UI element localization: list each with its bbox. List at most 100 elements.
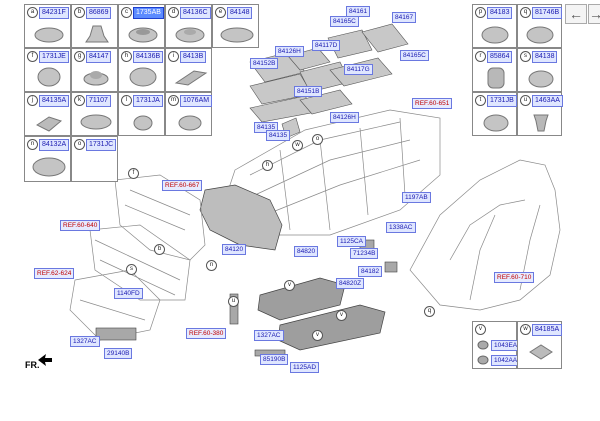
part-number[interactable]: 84183 xyxy=(487,7,513,19)
part-label[interactable]: 84135 xyxy=(266,130,291,141)
part-cell-s[interactable]: s 84138 xyxy=(517,48,562,92)
part-cell-t[interactable]: t 1731JB xyxy=(472,92,517,136)
reference-link[interactable]: REF.60-640 xyxy=(60,220,101,231)
back-button[interactable]: ← xyxy=(565,4,587,24)
part-number[interactable]: 8413B xyxy=(180,51,207,63)
part-number[interactable]: 1076AM xyxy=(180,95,213,107)
part-cell-o[interactable]: o 1731JC xyxy=(71,136,118,182)
part-cell-k[interactable]: k 71107 xyxy=(71,92,118,136)
cell-index: f xyxy=(27,51,38,62)
part-label[interactable]: 29140B xyxy=(104,348,133,359)
part-number[interactable]: 1043EA xyxy=(491,340,521,351)
part-nut-icon xyxy=(477,340,489,350)
reference-link[interactable]: REF.60-667 xyxy=(162,180,203,191)
part-cell-j[interactable]: j 84135A xyxy=(24,92,71,136)
part-number[interactable]: 84147 xyxy=(86,51,112,63)
part-cell-l[interactable]: l 1731JA xyxy=(118,92,165,136)
part-cell-n[interactable]: n 84132A xyxy=(24,136,71,182)
part-label[interactable]: 84120 xyxy=(222,244,247,255)
part-label[interactable]: 84182 xyxy=(358,266,383,277)
part-label[interactable]: 84151B xyxy=(294,86,323,97)
part-label[interactable]: 84126H xyxy=(330,112,359,123)
part-number[interactable]: 84185A xyxy=(532,324,563,336)
part-number[interactable]: 84136B xyxy=(133,51,164,63)
part-number[interactable]: 1463AA xyxy=(532,95,563,107)
part-plug-icon xyxy=(175,27,205,43)
part-label[interactable]: 85190B xyxy=(260,354,289,365)
part-plug-icon xyxy=(80,114,112,130)
part-plug-icon xyxy=(129,67,157,87)
part-number[interactable]: 85864 xyxy=(487,51,513,63)
part-number-selected[interactable]: 1735AB xyxy=(133,7,164,19)
part-label[interactable]: 71234B xyxy=(350,248,379,259)
part-cell-c[interactable]: c 1735AB xyxy=(118,4,165,48)
part-cell-g[interactable]: g 84147 xyxy=(71,48,118,92)
part-number[interactable]: 84138 xyxy=(532,51,558,63)
reference-link[interactable]: REF.62-624 xyxy=(34,268,75,279)
part-number[interactable]: 71107 xyxy=(86,95,111,107)
part-clip-icon xyxy=(533,114,549,132)
part-cell-m[interactable]: m 1076AM xyxy=(165,92,213,136)
part-number[interactable]: 1731JE xyxy=(39,51,69,63)
part-cell-h[interactable]: h 84136B xyxy=(118,48,165,92)
part-cell-f[interactable]: f 1731JE xyxy=(24,48,71,92)
forward-button[interactable]: → xyxy=(588,4,600,24)
part-cell-i[interactable]: i 8413B xyxy=(165,48,212,92)
reference-link[interactable]: REF.60-651 xyxy=(412,98,453,109)
part-number[interactable]: 81746B xyxy=(532,7,563,19)
part-plug-icon xyxy=(526,26,554,44)
part-cell-v[interactable]: v 1043EA 1042AA xyxy=(472,321,521,369)
part-label[interactable]: 1125CA xyxy=(337,236,367,247)
cell-index: v xyxy=(475,324,486,335)
part-label[interactable]: 1197AB xyxy=(402,192,431,203)
cell-index: c xyxy=(121,7,132,18)
part-label[interactable]: 84117G xyxy=(344,64,373,75)
part-number[interactable]: 84132A xyxy=(39,139,70,151)
part-number[interactable]: 1042AA xyxy=(491,355,521,366)
part-label[interactable]: 84117D xyxy=(312,40,341,51)
cell-index: i xyxy=(168,51,179,62)
part-cell-q[interactable]: q 81746B xyxy=(517,4,563,48)
part-cell-e[interactable]: e 84148 xyxy=(212,4,259,48)
cell-index: o xyxy=(74,139,85,150)
part-label[interactable]: 84820 xyxy=(294,246,319,257)
cell-index: a xyxy=(27,7,38,18)
part-label[interactable]: 1327AC xyxy=(254,330,284,341)
cell-index: u xyxy=(520,95,531,106)
part-number[interactable]: 1731JB xyxy=(487,95,517,107)
part-cell-w[interactable]: w 84185A xyxy=(517,321,563,369)
part-plug-icon xyxy=(37,67,61,87)
part-number[interactable]: 84136C xyxy=(180,7,211,19)
part-cell-u[interactable]: u 1463AA xyxy=(517,92,563,136)
part-label[interactable]: 1140FD xyxy=(114,288,143,299)
part-label[interactable]: 1338AC xyxy=(386,222,416,233)
reference-link[interactable]: REF.60-710 xyxy=(494,272,535,283)
under-floor-covers xyxy=(257,277,386,351)
part-label[interactable]: 84126H xyxy=(275,46,304,57)
part-number[interactable]: 1731JA xyxy=(133,95,163,107)
part-label[interactable]: 84165C xyxy=(330,16,359,27)
part-label[interactable]: 84165C xyxy=(400,50,429,61)
part-cell-b[interactable]: b 86869 xyxy=(71,4,118,48)
part-grommet-icon xyxy=(85,25,109,43)
part-cell-d[interactable]: d 84136C xyxy=(165,4,212,48)
part-cell-p[interactable]: p 84183 xyxy=(472,4,517,48)
part-label[interactable]: 1327AC xyxy=(70,336,100,347)
part-label[interactable]: 84167 xyxy=(392,12,417,23)
side-body-structure xyxy=(409,159,561,311)
part-number[interactable]: 84231F xyxy=(39,7,69,19)
part-number[interactable]: 86869 xyxy=(86,7,112,19)
cell-index: h xyxy=(121,51,132,62)
part-cell-a[interactable]: a 84231F xyxy=(24,4,71,48)
part-number[interactable]: 84148 xyxy=(227,7,253,19)
part-label[interactable]: 84152B xyxy=(250,58,279,69)
part-number[interactable]: 84135A xyxy=(39,95,70,107)
part-label[interactable]: 84820Z xyxy=(336,278,365,289)
part-cell-r[interactable]: r 85864 xyxy=(472,48,517,92)
cell-index: j xyxy=(27,95,38,106)
part-label[interactable]: 1125AD xyxy=(290,362,320,373)
callout-w: w xyxy=(292,140,303,151)
part-plug-icon xyxy=(133,115,153,131)
part-number[interactable]: 1731JC xyxy=(86,139,117,151)
reference-link[interactable]: REF.60-380 xyxy=(186,328,227,339)
